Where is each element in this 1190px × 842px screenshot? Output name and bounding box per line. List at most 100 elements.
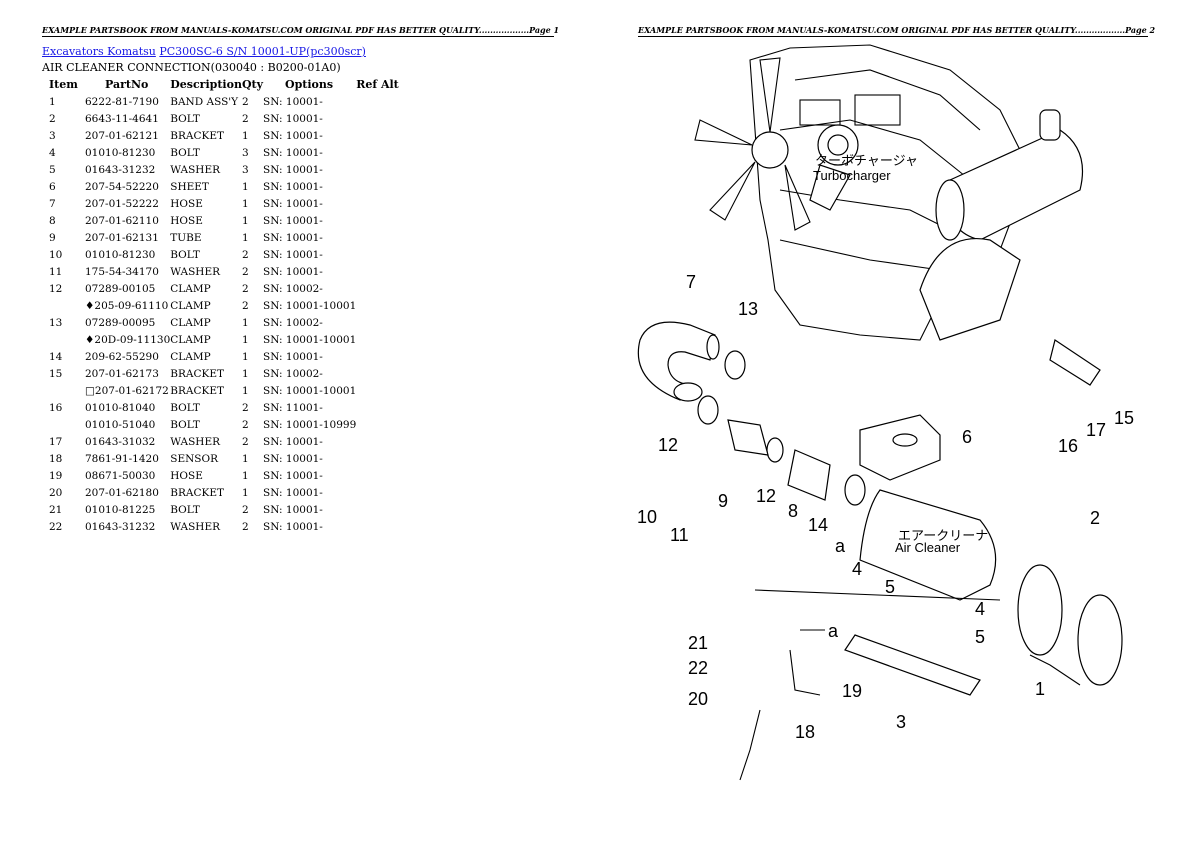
cell-description: BAND ASS'Y [170,95,239,108]
cell-item [42,331,85,348]
cell-ref-alt [356,348,406,365]
header-description: Description [170,78,242,91]
callout-8: 8 [788,501,798,521]
cell-description: CLAMP [170,316,211,329]
section-title: AIR CLEANER CONNECTION(030040 : B0200-01… [42,61,341,74]
callout-1: 1 [1035,679,1045,699]
cell-options: SN: 10001- [263,163,323,176]
cell-description: BOLT [170,401,200,414]
hose-elbow-drawing [637,321,720,402]
bracket-3-drawing [844,634,981,696]
cell-ref-alt [356,280,406,297]
cell-item: 20 [49,486,63,499]
muffler-drawing [919,109,1084,341]
callout-2: 2 [1090,508,1100,528]
air-cleaner-drawing: エアークリーナ Air Cleaner a [835,489,997,601]
cell-partno: 07289-00105 [85,282,156,295]
callout-5a: 5 [885,577,895,597]
breadcrumb-link-excavators[interactable]: Excavators Komatsu [42,45,156,58]
cell-item: 9 [49,231,56,244]
cell-description: SENSOR [170,452,219,465]
cell-item [42,382,85,399]
cell-qty: 2 [241,435,249,448]
cell-description: HOSE [170,214,203,227]
cell-item: 8 [49,214,56,227]
cell-options: SN: 10001- [263,265,323,278]
header-options: Options [285,78,334,91]
cell-options: SN: 10001-10999 [263,418,357,431]
cell-ref-alt [356,433,406,450]
cell-description: BOLT [170,418,200,431]
cell-partno: 207-54-52220 [85,180,159,193]
cell-options: SN: 10001- [263,520,323,533]
callout-16: 16 [1058,436,1078,456]
cell-description: BOLT [170,146,200,159]
cell-ref-alt [356,144,406,161]
cell-partno: 6222-81-7190 [85,95,159,108]
cell-ref-alt [356,127,406,144]
turbocharger-label-jp: ターボチャージャ [815,153,918,168]
cell-qty: 3 [241,146,249,159]
cell-description: BRACKET [170,367,225,380]
fan-drawing [694,57,811,231]
cell-description: TUBE [170,231,202,244]
cell-qty: 2 [241,418,249,431]
cell-partno: 207-01-52222 [85,197,159,210]
cell-options: SN: 10001- [263,248,323,261]
cell-partno: ♦205-09-61110 [85,299,169,312]
cell-qty: 1 [241,350,249,363]
header-qty: Qty [241,78,264,91]
header-partno: PartNo [105,78,149,91]
cell-item: 19 [49,469,63,482]
cell-ref-alt [356,314,406,331]
cell-qty: 1 [241,486,249,499]
callout-4b: 4 [975,599,985,619]
cell-qty: 2 [241,503,249,516]
cell-qty: 2 [241,248,249,261]
cell-partno: 175-54-34170 [85,265,159,278]
cell-options: SN: 10002- [263,316,323,329]
callout-10: 10 [637,507,657,527]
callout-19: 19 [842,681,862,701]
cell-ref-alt [356,93,406,110]
clamp-12b-drawing [766,437,784,463]
cell-qty: 2 [241,282,249,295]
callout-3: 3 [896,712,906,732]
cell-ref-alt [356,365,406,382]
breadcrumb-link-model[interactable]: PC300SC-6 S/N 10001-UP(pc300scr) [159,45,366,58]
cell-description: BRACKET [170,384,225,397]
callout-7: 7 [686,272,696,292]
callout-22: 22 [688,658,708,678]
cell-ref-alt [356,297,406,314]
sensor-18-drawing [739,709,761,781]
cell-ref-alt [356,467,406,484]
cell-ref-alt [356,450,406,467]
cell-options: SN: 10001- [263,452,323,465]
cell-options: SN: 10001- [263,231,323,244]
cell-qty: 1 [241,333,249,346]
callout-a-lower: a [828,621,839,641]
cell-description: CLAMP [170,333,211,346]
cell-ref-alt [356,399,406,416]
cell-options: SN: 10001- [263,129,323,142]
cell-ref-alt [356,212,406,229]
cell-options: SN: 10001-10001 [263,299,357,312]
cell-qty: 2 [241,401,249,414]
clamp-14-drawing [844,474,866,506]
cell-qty: 2 [241,95,249,108]
cell-partno: 01643-31232 [85,520,156,533]
cell-partno: 207-01-62180 [85,486,159,499]
cell-partno: 7861-91-1420 [85,452,159,465]
cell-qty: 1 [241,384,249,397]
